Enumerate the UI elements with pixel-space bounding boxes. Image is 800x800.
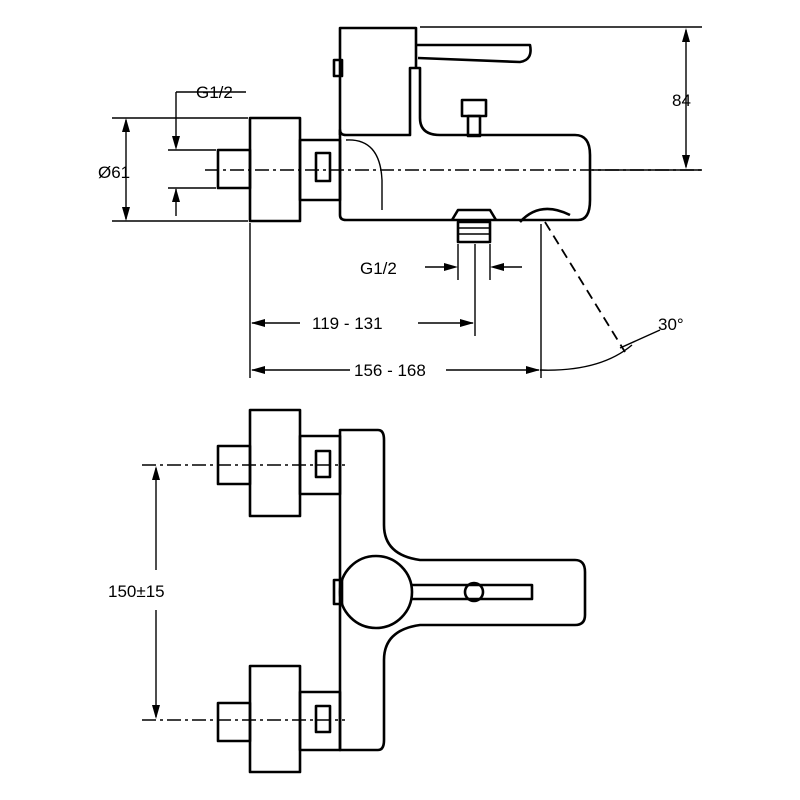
side-elevation-view: 30° 84 Ø61 G1/2 G1/2: [98, 26, 705, 380]
mixer-body-front: [338, 428, 587, 752]
cartridge-housing: [338, 26, 418, 135]
front-elevation-view: 150±15: [108, 408, 587, 774]
spacing-dimension: 150±15: [108, 582, 165, 601]
diverter-button: [460, 98, 488, 118]
spout-tip: [519, 207, 571, 223]
angle-label: 30°: [658, 315, 684, 334]
inlet-thread-label: G1/2: [196, 83, 233, 102]
body-curve: [345, 139, 383, 210]
connector-nut-inner: [314, 151, 332, 183]
outer-dimension: 156 - 168: [354, 361, 426, 380]
outlet-thread-label: G1/2: [360, 259, 397, 278]
side-cap: [332, 578, 344, 606]
lower-connector-nut: [298, 690, 342, 752]
shower-outlet-cone: [450, 208, 498, 221]
cartridge-cap: [332, 58, 344, 78]
lower-inlet-pipe: [216, 701, 252, 743]
mixer-body: [338, 66, 592, 222]
lever-handle: [416, 43, 532, 64]
diameter-dimension: Ø61: [98, 163, 130, 182]
inlet-pipe: [216, 148, 252, 190]
upper-escutcheon: [248, 408, 302, 518]
control-knob: [338, 554, 414, 630]
angle-arc: [539, 344, 633, 371]
spout-swing-line: [544, 221, 626, 353]
lower-escutcheon: [248, 664, 302, 774]
shower-outlet: [456, 220, 492, 244]
height-dimension: 84: [672, 91, 691, 110]
inner-dimension: 119 - 131: [312, 314, 383, 333]
diverter-knob: [463, 581, 485, 603]
lever-front: [412, 583, 534, 601]
diverter-stem: [466, 114, 482, 138]
